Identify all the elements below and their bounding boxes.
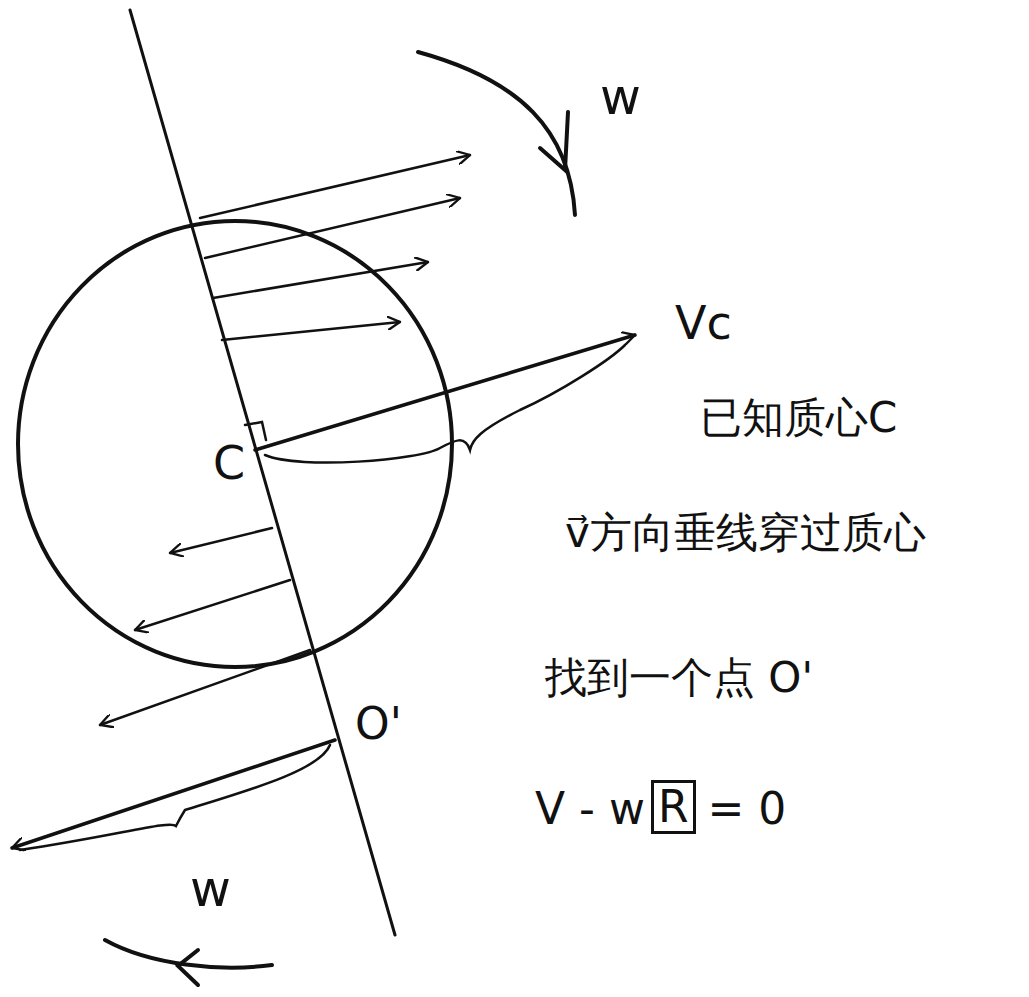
omega-label: w	[600, 70, 641, 125]
note-text: 已知质心C	[700, 395, 897, 441]
rigid-body-circle: C	[15, 218, 455, 670]
note-text: 找到一个点 O'	[545, 655, 813, 701]
point-label: O'	[355, 700, 402, 748]
center-of-mass-label: C	[213, 440, 245, 486]
omega-label: w	[190, 862, 231, 917]
equation-part: R	[651, 780, 696, 834]
equation-part: = 0	[708, 785, 787, 833]
note-text: v⃗方向垂线穿过质心	[565, 510, 926, 556]
equation-part: V - w	[535, 785, 645, 833]
velocity-label: Vc	[675, 298, 732, 349]
